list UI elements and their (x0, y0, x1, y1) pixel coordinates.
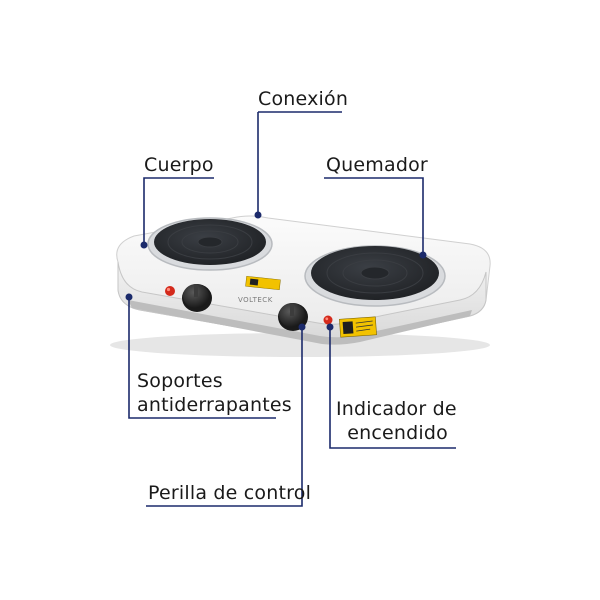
callout-non-slip-feet: Soportes antiderrapantes (137, 369, 292, 417)
indicator-light-left (165, 286, 175, 296)
callout-control-knob-label: Perilla de control (148, 482, 312, 504)
burner-right (304, 245, 446, 307)
brand-logo: VOLTECK (238, 296, 273, 304)
leader-non-slip-feet (128, 298, 276, 419)
callout-power-indicator-line1: Indicador de (336, 398, 457, 420)
leader-lines (128, 111, 456, 507)
callout-burner-label: Quemador (326, 154, 428, 176)
body-front-face (117, 261, 487, 344)
body-base-strip (128, 300, 472, 345)
leader-body (143, 177, 214, 244)
dot-burner (419, 251, 427, 259)
indicator-light-right (323, 315, 333, 325)
dot-power-indicator (326, 323, 334, 331)
top-warning-sticker (245, 275, 281, 291)
dot-connection (254, 211, 262, 219)
dot-control-knob (298, 323, 306, 331)
callout-body: Cuerpo (144, 153, 214, 177)
control-knob-left (182, 284, 212, 312)
dot-body (140, 241, 148, 249)
leader-control-knob (146, 328, 303, 507)
front-warning-label (339, 316, 377, 338)
callout-body-label: Cuerpo (144, 154, 214, 176)
leader-dots (125, 211, 427, 331)
leader-burner (324, 177, 424, 254)
callout-power-indicator: Indicador de encendido (336, 397, 457, 445)
callout-connection: Conexión (258, 87, 348, 111)
floor-shadow (110, 333, 490, 357)
callout-control-knob: Perilla de control (148, 481, 311, 505)
callout-burner: Quemador (326, 153, 428, 177)
dot-non-slip-feet (125, 293, 133, 301)
callout-non-slip-feet-line2: antiderrapantes (137, 394, 292, 416)
leader-power-indicator (329, 328, 456, 449)
callout-power-indicator-line2: encendido (347, 422, 448, 444)
callout-non-slip-feet-line1: Soportes (137, 370, 223, 392)
callout-connection-label: Conexión (258, 88, 349, 110)
burner-left (147, 217, 273, 271)
